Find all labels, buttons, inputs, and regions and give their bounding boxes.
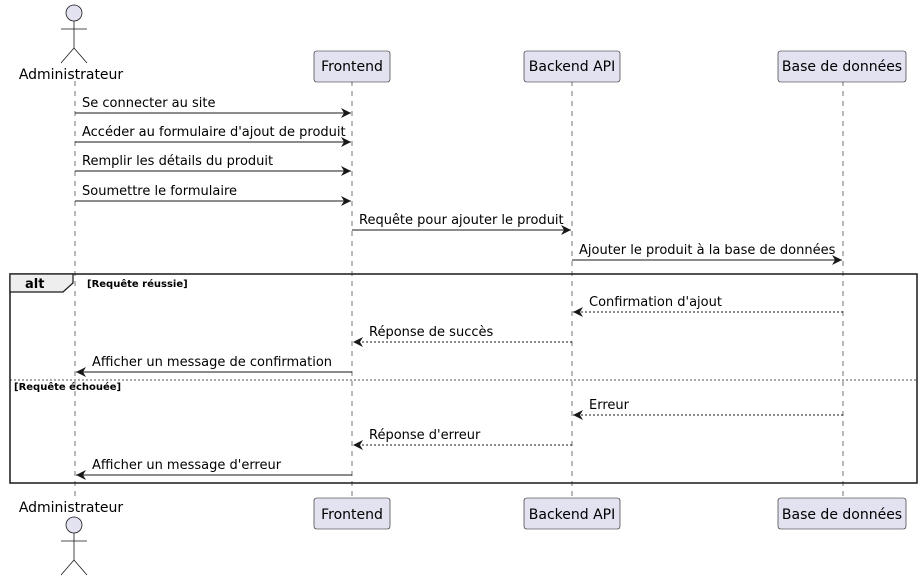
participant-label-frontend-top: Frontend: [321, 59, 383, 75]
participant-label-db-top: Base de données: [782, 59, 902, 75]
message-label-2: Accéder au formulaire d'ajout de produit: [82, 125, 346, 140]
participant-label-db-bottom: Base de données: [782, 507, 902, 523]
participant-label-frontend-bottom: Frontend: [321, 507, 383, 523]
actor-label-bottom: Administrateur: [19, 500, 124, 516]
message-label-8: Réponse de succès: [369, 325, 493, 340]
message-label-12: Afficher un message d'erreur: [92, 458, 282, 473]
message-label-3: Remplir les détails du produit: [82, 154, 273, 169]
participant-label-backend-bottom: Backend API: [529, 507, 615, 523]
participant-box-db-bottom: [777, 497, 907, 530]
message-label-7: Confirmation d'ajout: [589, 295, 722, 310]
alt-guard-failure: [Requête échouée]: [14, 381, 121, 393]
participant-box-frontend-top: [313, 50, 391, 83]
alt-fragment-frame: [9, 273, 918, 484]
alt-keyword: alt: [25, 277, 44, 292]
participant-box-backend-top: [523, 50, 621, 83]
participant-label-backend-top: Backend API: [529, 59, 615, 75]
message-label-11: Réponse d'erreur: [369, 428, 481, 443]
actor-icon-bottom: [60, 516, 88, 576]
actor-icon-top: [60, 4, 88, 64]
alt-fragment-tab: [9, 273, 74, 293]
participant-box-backend-bottom: [523, 497, 621, 530]
participant-box-frontend-bottom: [313, 497, 391, 530]
message-label-5: Requête pour ajouter le produit: [359, 213, 564, 228]
message-label-10: Erreur: [589, 398, 630, 413]
alt-guard-success: [Requête réussie]: [87, 278, 188, 290]
message-label-1: Se connecter au site: [82, 96, 216, 111]
message-label-9: Afficher un message de confirmation: [92, 355, 332, 370]
message-label-4: Soumettre le formulaire: [82, 184, 237, 199]
participant-box-db-top: [777, 50, 907, 83]
actor-label-top: Administrateur: [19, 67, 124, 83]
message-label-6: Ajouter le produit à la base de données: [579, 243, 836, 258]
